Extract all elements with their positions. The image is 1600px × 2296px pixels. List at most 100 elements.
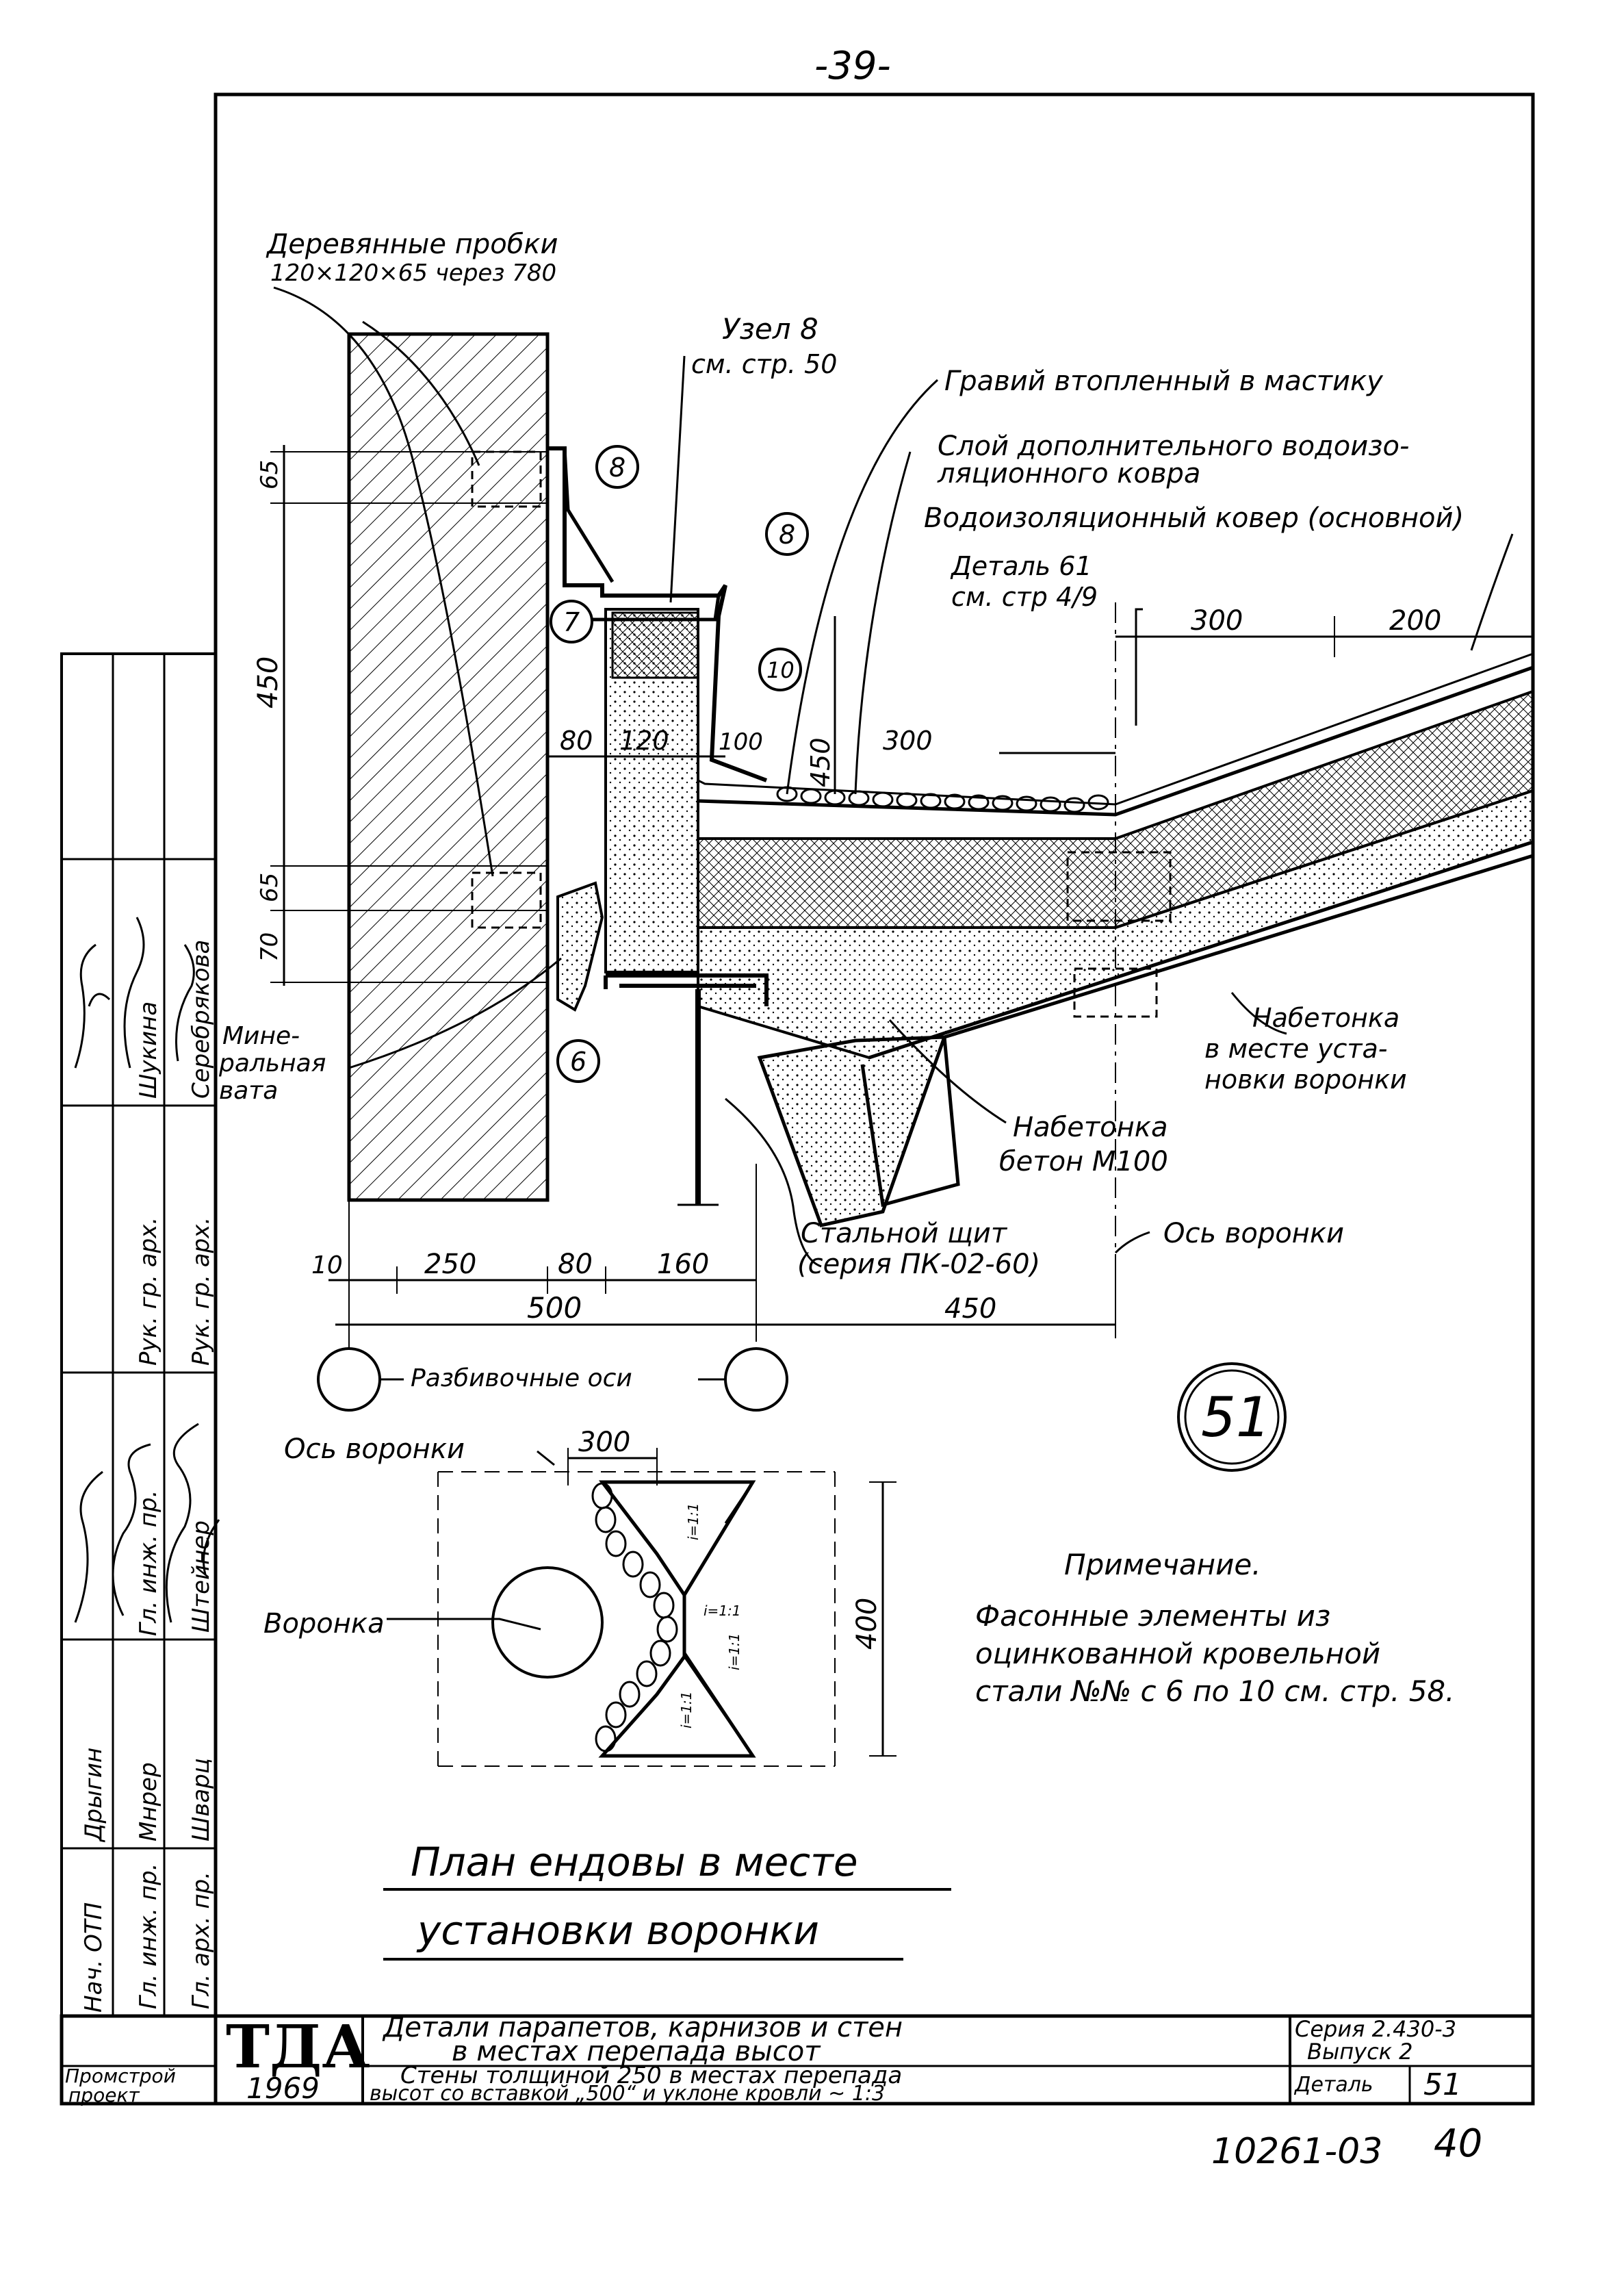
- gravel-layer: [776, 786, 1109, 813]
- detail-circle: [1177, 1362, 1287, 1472]
- signature-group-1: [74, 917, 195, 1069]
- label-node-b-2: см. стр. 50: [691, 349, 837, 379]
- promstroy-1: Промстрой: [65, 2065, 176, 2087]
- layout-axis-right: [724, 1347, 788, 1412]
- label-concrete-top-1: Набетонка: [1252, 1003, 1399, 1033]
- callout-7-label: 7: [563, 607, 580, 637]
- callout-7: [550, 600, 593, 643]
- dim-500: 500: [527, 1291, 582, 1325]
- callout-8b-label: 8: [779, 520, 795, 550]
- dim-65b: 65: [256, 873, 283, 902]
- funnel-plan-circle: [491, 1566, 604, 1679]
- cap-flashing: [547, 446, 768, 782]
- plan-gravel: [591, 1482, 678, 1752]
- note-line-2: оцинкованной кровельной: [975, 1637, 1380, 1670]
- stamp-role-1: Нач. ОТП: [80, 1902, 107, 2013]
- slope-3: i=1:1: [678, 1691, 695, 1729]
- label-funnel-axis: Ось воронки: [1163, 1218, 1344, 1249]
- promstroy-2: проект: [68, 2084, 140, 2106]
- label-concrete-top-2: в месте уста-: [1204, 1034, 1388, 1064]
- label-funnel-axis-plan: Ось воронки: [284, 1433, 465, 1465]
- stamp-role-5: Рук. гр. арх.: [135, 1217, 162, 1366]
- detail-circle-number: 51: [1201, 1386, 1271, 1449]
- label-steel-shield-1: Стальной щит: [801, 1218, 1008, 1249]
- label-detail61-1: Деталь 61: [950, 551, 1092, 581]
- label-node-b-1: Узел 8: [722, 312, 818, 346]
- dim-300a: 300: [883, 726, 933, 756]
- stamp-name-3: Шварц: [188, 1758, 215, 1841]
- signature-group-2: [74, 1423, 220, 1623]
- series-1: Серия 2.430-3: [1295, 2016, 1456, 2042]
- archive-number: 10261-03: [1211, 2131, 1382, 2172]
- label-wood-plugs-1: Деревянные пробки: [266, 229, 558, 260]
- label-concrete-m100-2: бетон М100: [999, 1146, 1168, 1177]
- callout-6: [556, 1039, 600, 1083]
- year: 1969: [246, 2071, 320, 2105]
- dim-100: 100: [719, 728, 763, 756]
- dim-160: 160: [657, 1249, 709, 1280]
- plan-title-1: План ендовы в месте: [411, 1839, 858, 1885]
- leader-gravel: [786, 379, 939, 795]
- label-detail61-2: см. стр 4/9: [951, 582, 1098, 612]
- stamp-name-2: Мнрер: [135, 1762, 162, 1841]
- page-number: -39-: [814, 44, 891, 88]
- sub-title-1: Стены толщиной 250 в местах перепада: [400, 2062, 902, 2089]
- label-concrete-top-3: новки воронки: [1204, 1064, 1407, 1095]
- dim-80-top: 80: [560, 726, 593, 756]
- label-layout-axes: Разбивочные оси: [411, 1364, 632, 1392]
- mineral-wool: [556, 881, 604, 1012]
- brick-wall: [347, 332, 550, 1202]
- dim-250: 250: [424, 1249, 476, 1280]
- dim-200: 200: [1389, 605, 1441, 637]
- callout-8a: [595, 445, 639, 489]
- dim-plan-400: 400: [851, 1598, 883, 1650]
- callout-8b: [765, 512, 809, 556]
- dim-80-bottom: 80: [558, 1249, 593, 1280]
- label-gravel: Гравий втопленный в мастику: [944, 366, 1384, 397]
- dim-plan-300: 300: [578, 1427, 630, 1458]
- note-line-3: стали №№ с 6 по 10 см. стр. 58.: [975, 1674, 1455, 1708]
- label-extra-layer-2: ляционного ковра: [937, 458, 1200, 489]
- label-wood-plugs-2: 120×120×65 через 780: [270, 259, 556, 287]
- stamp-role-2: Гл. инж. пр.: [135, 1863, 162, 2009]
- dim-120: 120: [619, 726, 669, 756]
- layout-axis-left: [317, 1347, 381, 1412]
- main-title-1: Детали парапетов, карнизов и стен: [382, 2012, 903, 2043]
- note-title: Примечание.: [1064, 1548, 1261, 1581]
- series-2: Выпуск 2: [1307, 2039, 1413, 2065]
- dim-450b: 450: [805, 737, 836, 787]
- sub-title-2: высот со вставкой „500“ и уклоне кровли …: [370, 2082, 885, 2106]
- funnel-section: [1066, 851, 1172, 922]
- label-funnel: Воронка: [263, 1608, 385, 1640]
- stamp-name-5: Шукина: [135, 1002, 162, 1099]
- callout-8a-label: 8: [609, 452, 625, 483]
- dim-10: 10: [311, 1251, 343, 1279]
- dim-450-bottom: 450: [944, 1293, 996, 1325]
- side-stamp: Нач. ОТП Гл. инж. пр. Гл. арх. пр. Гл. и…: [60, 652, 220, 2017]
- note-line-1: Фасонные элементы из: [975, 1599, 1330, 1633]
- leader-node-b: [669, 355, 686, 603]
- stamp-name-4: Штейнер: [188, 1520, 215, 1633]
- plan-drawing: [387, 1448, 896, 1767]
- callout-10-label: 10: [766, 657, 795, 683]
- label-main-carpet: Водоизоляционный ковер (основной): [924, 502, 1464, 534]
- title-block: [60, 2014, 1535, 2106]
- leader-wood-plugs: [273, 286, 494, 877]
- callout-6-label: 6: [570, 1047, 586, 1077]
- label-mineral-wool-2: ральная: [218, 1049, 326, 1077]
- stamp-name-1: Дрыгин: [80, 1748, 107, 1843]
- label-concrete-m100-1: Набетонка: [1013, 1112, 1167, 1143]
- slope-1: i=1:1: [685, 1503, 701, 1540]
- sheet-index: 40: [1434, 2121, 1482, 2166]
- plan-title-2: установки воронки: [416, 1907, 819, 1954]
- stamp-role-4: Гл. инж. пр.: [135, 1490, 162, 1636]
- org-logo: ТДА: [226, 2013, 370, 2082]
- slope-2: i=1:1: [704, 1603, 741, 1619]
- slope-4: i=1:1: [726, 1633, 743, 1670]
- main-title-2: в местах перепада высот: [452, 2036, 821, 2067]
- label-mineral-wool-1: Мине-: [222, 1022, 300, 1050]
- dim-300b: 300: [1191, 605, 1243, 637]
- stamp-role-6: Рук. гр. арх.: [188, 1217, 215, 1366]
- stamp-name-6: Серебрякова: [188, 940, 215, 1099]
